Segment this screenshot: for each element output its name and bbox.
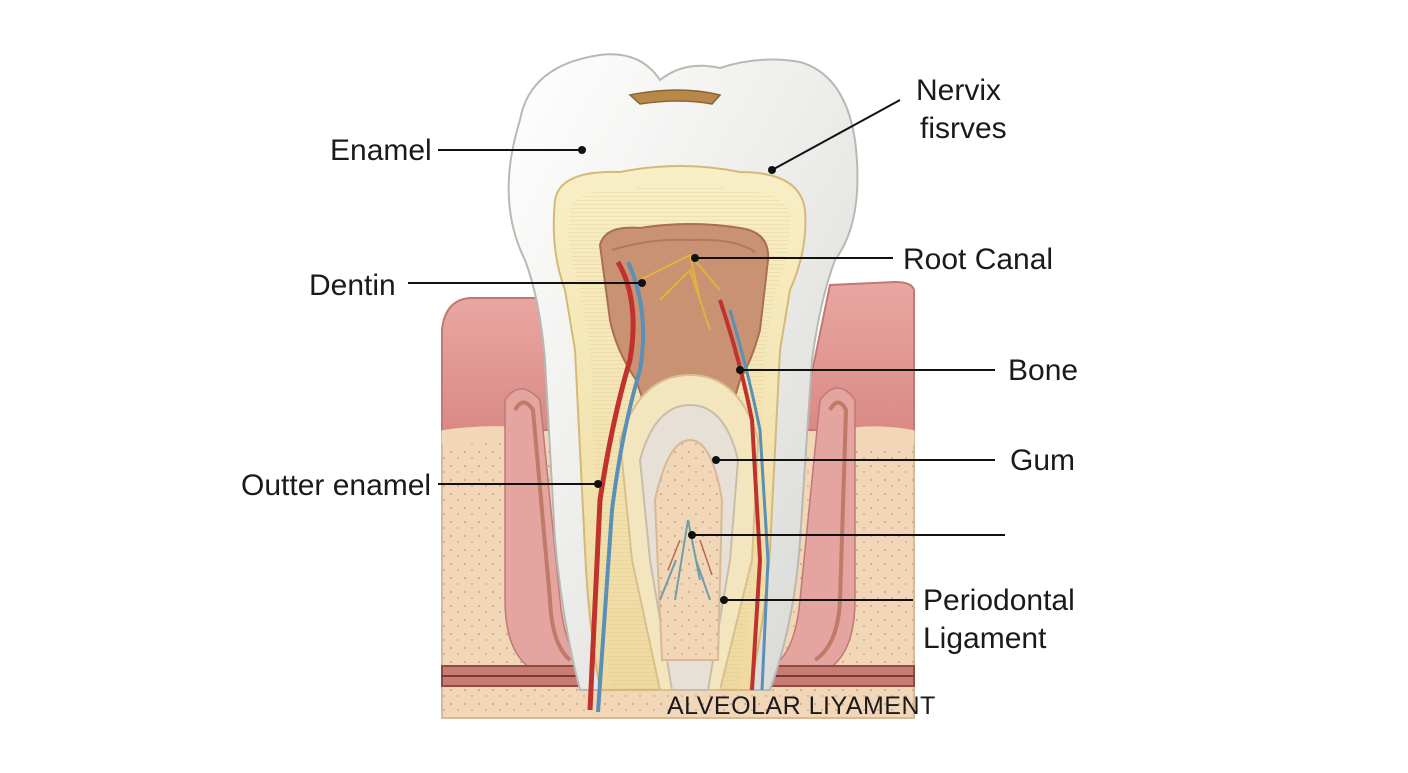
label-alveolar: ALVEOLAR LIYAMENT: [667, 692, 936, 720]
leader-lines: [408, 99, 1005, 604]
label-nervix-line1: Nervix: [916, 74, 1001, 107]
label-enamel: Enamel: [330, 134, 432, 167]
label-nervix-line2: fisrves: [920, 112, 1007, 145]
label-dentin: Dentin: [309, 269, 396, 302]
label-periodontal-line2: Ligament: [923, 622, 1047, 655]
tooth: [507, 53, 859, 713]
label-root-canal: Root Canal: [903, 243, 1053, 276]
label-gum: Gum: [1010, 444, 1075, 477]
label-outter-enamel: Outter enamel: [241, 469, 431, 502]
label-bone: Bone: [1008, 354, 1078, 387]
label-periodontal-line1: Periodontal: [923, 584, 1075, 617]
